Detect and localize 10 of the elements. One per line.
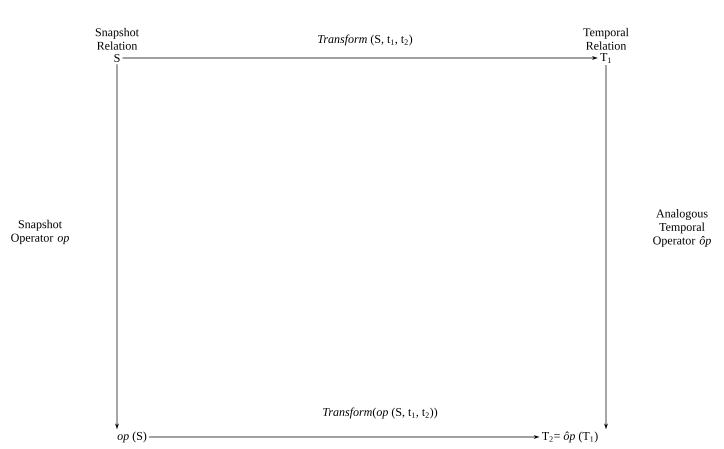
relation-label: op (S) (118, 432, 146, 442)
relation-label: T$_{1}$ (600, 53, 611, 63)
relation-label: T$_{2}$= ôp (T$_{1}$) (542, 432, 598, 442)
relation-heading: Snapshot Relation (96, 28, 139, 50)
edge-label: Snapshot Operator op (11, 220, 69, 244)
edge-label: Transform (S, t$_{1}$, t$_{2}$) (318, 34, 412, 46)
edge-label: Transform(op (S, t$_{1}$, t$_{2}$)) (323, 407, 438, 418)
relation-label: S (114, 54, 120, 62)
edge-label: Analogous Temporal Operator ôp (653, 209, 711, 247)
relation-heading: Temporal Relation (583, 28, 629, 50)
